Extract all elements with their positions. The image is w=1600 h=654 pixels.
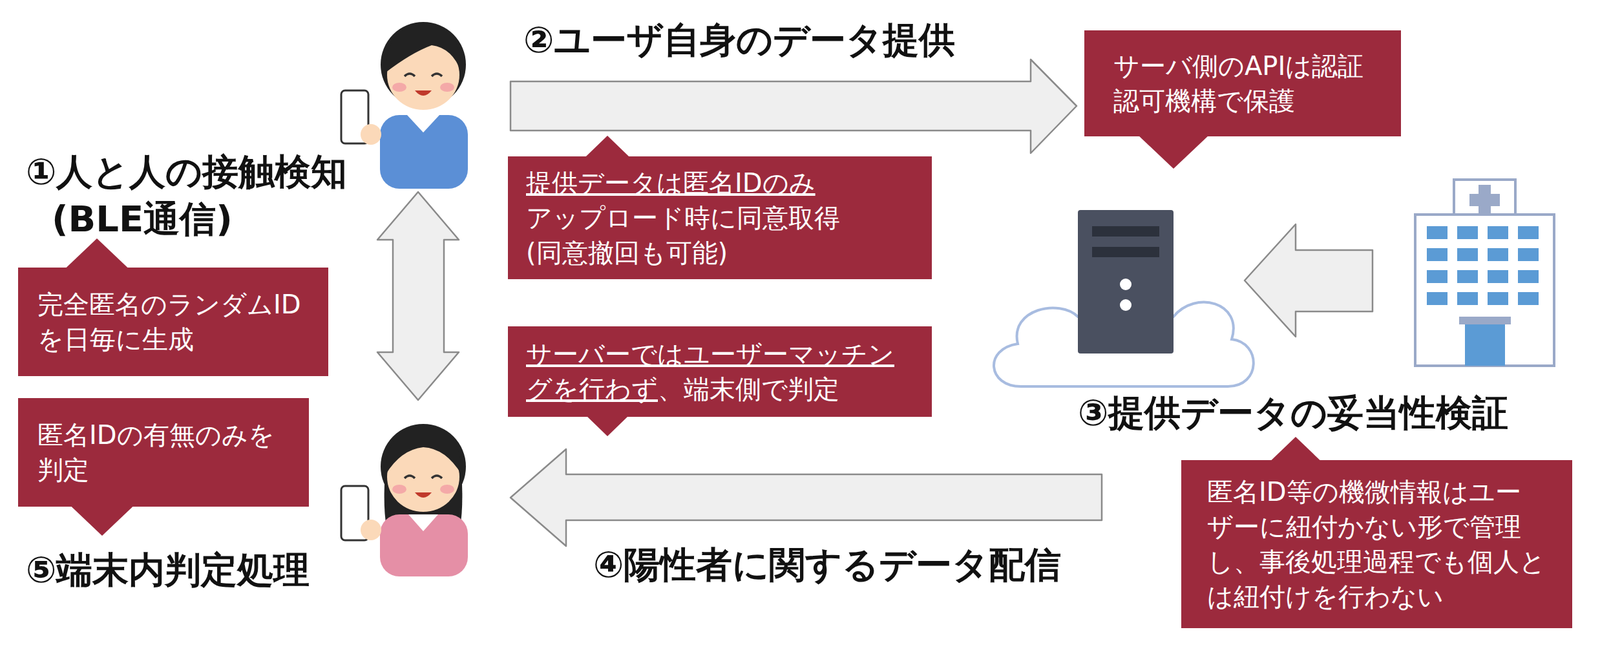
callout-box: サーバ側のAPIは認証 認可機構で保護 <box>1084 30 1401 137</box>
hospital-icon <box>1464 324 1506 366</box>
person-icon <box>431 73 443 77</box>
callout-box: 匿名ID等の機微情報はユー ザーに紐付かない形で管理 し、事後処理過程でも個人と… <box>1181 460 1573 629</box>
person-icon <box>360 124 382 145</box>
window <box>1426 248 1448 262</box>
step-heading: ⑤端末内判定処理 <box>25 547 310 592</box>
window <box>1457 226 1478 240</box>
callout-pointer <box>584 135 631 158</box>
person-icon <box>440 82 455 92</box>
step-heading: ③提供データの妥当性検証 <box>1077 390 1509 435</box>
window <box>1457 292 1478 306</box>
cloud-server-icon <box>1092 246 1160 258</box>
cloud-server-icon <box>1119 299 1132 311</box>
window <box>1426 292 1448 306</box>
person-icon <box>379 514 468 577</box>
callout-pointer <box>70 505 135 536</box>
flow-arrow <box>510 59 1077 154</box>
hospital-icon <box>1453 179 1516 216</box>
person-icon <box>392 82 407 92</box>
callout-box: サーバーではユーザーマッチン グを行わず、端末側で判定 <box>507 326 932 417</box>
window <box>1487 270 1509 284</box>
person-icon <box>341 21 468 189</box>
window <box>1426 226 1448 240</box>
callout-text: 、端末側で判定 <box>657 374 840 404</box>
window <box>1426 226 1539 306</box>
callout-text: アップロード時に同意取得 <box>526 200 914 236</box>
person-icon <box>440 484 455 494</box>
callout-text: 提供データは匿名IDのみ <box>526 165 914 201</box>
cloud-server-icon <box>1119 278 1132 291</box>
window <box>1517 248 1539 262</box>
person-icon <box>414 90 432 96</box>
callout-box: 完全匿名のランダムID を日毎に生成 <box>18 267 329 377</box>
window <box>1517 292 1539 306</box>
callout-text: (同意撤回も可能) <box>526 235 914 271</box>
person-icon <box>414 492 432 498</box>
person-icon <box>379 115 468 189</box>
person-icon <box>407 115 440 133</box>
callout-box: 匿名IDの有無のみを 判定 <box>18 398 309 507</box>
callout-pointer <box>586 415 629 437</box>
flow-arrow <box>1244 224 1373 337</box>
hospital-icon <box>1469 184 1500 216</box>
callout-box: 提供データは匿名IDのみアップロード時に同意取得(同意撤回も可能) <box>507 156 932 280</box>
cloud-server-icon <box>1077 210 1174 354</box>
person-icon <box>408 514 439 532</box>
callout-pointer <box>1269 436 1321 462</box>
step-heading: ①人と人の接触検知 <box>25 149 348 194</box>
step-heading: ②ユーザ自身のデータ提供 <box>523 18 956 62</box>
person-icon <box>360 519 382 541</box>
window <box>1517 270 1539 284</box>
window <box>1457 270 1478 284</box>
window <box>1517 226 1539 240</box>
step-heading: (BLE通信) <box>51 197 233 241</box>
callout-text: サーバ側のAPIは認証 認可機構で保護 <box>1113 48 1372 119</box>
hospital-icon <box>1415 214 1555 366</box>
callout-text: 完全匿名のランダムID を日毎に生成 <box>37 286 309 357</box>
person-icon <box>385 426 462 475</box>
person-icon <box>404 73 415 77</box>
window <box>1487 248 1509 262</box>
flow-arrow <box>510 449 1102 547</box>
person-icon <box>341 423 468 577</box>
callout-pointer <box>65 238 130 269</box>
hospital-icon <box>1459 316 1511 325</box>
cloud-server-icon <box>993 210 1254 387</box>
callout-text: 匿名IDの有無のみを 判定 <box>37 417 290 488</box>
person-icon <box>385 24 462 73</box>
cloud-server-icon <box>1092 226 1160 237</box>
window <box>1487 292 1509 306</box>
window <box>1426 270 1448 284</box>
callout-pointer <box>1137 135 1210 169</box>
step-heading: ④陽性者に関するデータ配信 <box>593 542 1062 587</box>
person-icon <box>431 475 443 479</box>
person-icon <box>392 484 407 494</box>
person-icon <box>404 475 415 479</box>
window <box>1487 226 1509 240</box>
hospital-icon <box>1415 179 1555 366</box>
callout-text: 匿名ID等の機微情報はユー ザーに紐付かない形で管理 し、事後処理過程でも個人と… <box>1207 474 1547 614</box>
flow-arrow <box>377 191 459 400</box>
window <box>1457 248 1478 262</box>
